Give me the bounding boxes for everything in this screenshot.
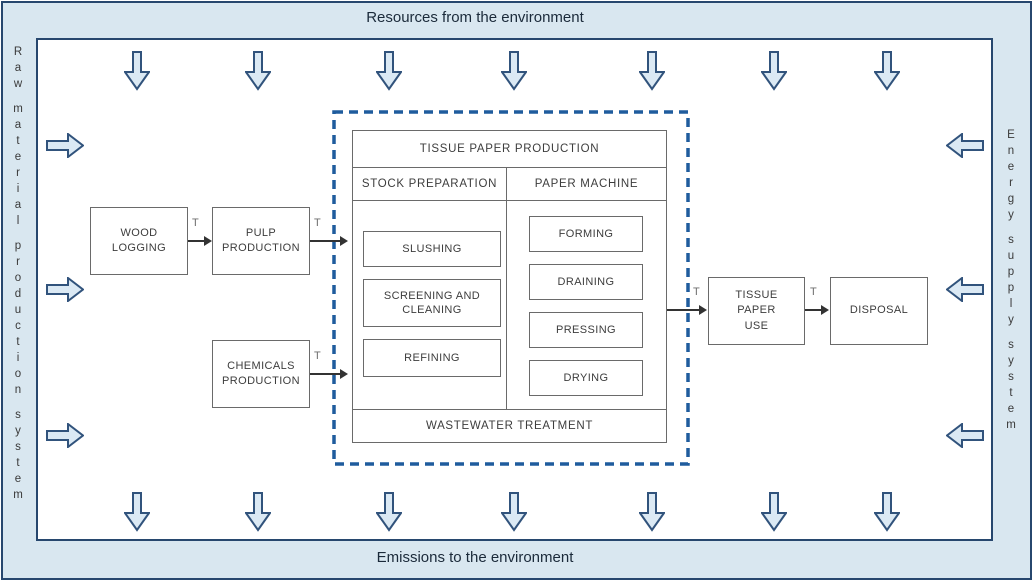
refining-box: REFINING (363, 339, 501, 377)
down-arrow-icon (123, 492, 151, 532)
flow-arrowhead-icon (340, 236, 348, 246)
flow-connector (805, 309, 822, 311)
flow-connector (310, 373, 341, 375)
slushing-box: SLUSHING (363, 231, 501, 267)
flow-arrowhead-icon (204, 236, 212, 246)
down-arrow-icon (873, 51, 901, 91)
transport-label: T (693, 286, 700, 298)
left-arrow-icon (945, 421, 984, 450)
resources-band-label: Resources from the environment (366, 9, 584, 26)
flow-connector (667, 309, 700, 311)
down-arrow-icon (638, 492, 666, 532)
down-arrow-icon (123, 51, 151, 91)
down-arrow-icon (873, 492, 901, 532)
right-arrow-icon (46, 131, 85, 160)
down-arrow-icon (760, 51, 788, 91)
down-arrow-icon (244, 51, 272, 91)
transport-label: T (314, 350, 321, 362)
column-divider (505, 201, 507, 409)
disposal-box: DISPOSAL (830, 277, 928, 345)
wood-logging-box: WOOD LOGGING (90, 207, 188, 275)
flow-arrowhead-icon (699, 305, 707, 315)
pressing-box: PRESSING (529, 312, 643, 348)
tissue-production-boundary (332, 110, 690, 466)
down-arrow-icon (500, 492, 528, 532)
transport-label: T (314, 217, 321, 229)
right-arrow-icon (46, 275, 85, 304)
down-arrow-icon (500, 51, 528, 91)
wood-logging-label: WOOD LOGGING (111, 226, 167, 254)
drying-box: DRYING (529, 360, 643, 396)
chemicals-production-label: CHEMICALS PRODUCTION (222, 359, 300, 387)
disposal-label: DISPOSAL (849, 304, 909, 317)
down-arrow-icon (760, 492, 788, 532)
left-arrow-icon (945, 131, 984, 160)
paper-machine-header: PAPER MACHINE (534, 178, 639, 190)
down-arrow-icon (244, 492, 272, 532)
tissue-paper-production-title: TISSUE PAPER PRODUCTION (353, 131, 666, 168)
transport-label: T (192, 217, 199, 229)
chemicals-production-box: CHEMICALS PRODUCTION (212, 340, 310, 408)
tissue-paper-use-box: TISSUE PAPER USE (708, 277, 805, 345)
tissue-paper-production-box: TISSUE PAPER PRODUCTION STOCK PREPARATIO… (352, 130, 667, 443)
draining-box: DRAINING (529, 264, 643, 300)
production-column-headers: STOCK PREPARATION PAPER MACHINE (353, 168, 666, 201)
stock-preparation-header: STOCK PREPARATION (353, 168, 507, 200)
transport-label: T (810, 286, 817, 298)
down-arrow-icon (375, 492, 403, 532)
down-arrow-icon (375, 51, 403, 91)
pulp-production-label: PULP PRODUCTION (222, 226, 300, 254)
right-arrow-icon (46, 421, 85, 450)
production-body: SLUSHING SCREENING AND CLEANING REFINING… (353, 201, 666, 409)
flow-connector (310, 240, 341, 242)
forming-box: FORMING (529, 216, 643, 252)
flow-arrowhead-icon (340, 369, 348, 379)
flow-connector (188, 240, 205, 242)
left-arrow-icon (945, 275, 984, 304)
pulp-production-box: PULP PRODUCTION (212, 207, 310, 275)
emissions-band-label: Emissions to the environment (376, 549, 574, 566)
screening-and-cleaning-box: SCREENING AND CLEANING (363, 279, 501, 327)
down-arrow-icon (638, 51, 666, 91)
flow-arrowhead-icon (821, 305, 829, 315)
wastewater-treatment-box: WASTEWATER TREATMENT (353, 409, 666, 442)
tissue-paper-use-label: TISSUE PAPER USE (735, 288, 778, 332)
